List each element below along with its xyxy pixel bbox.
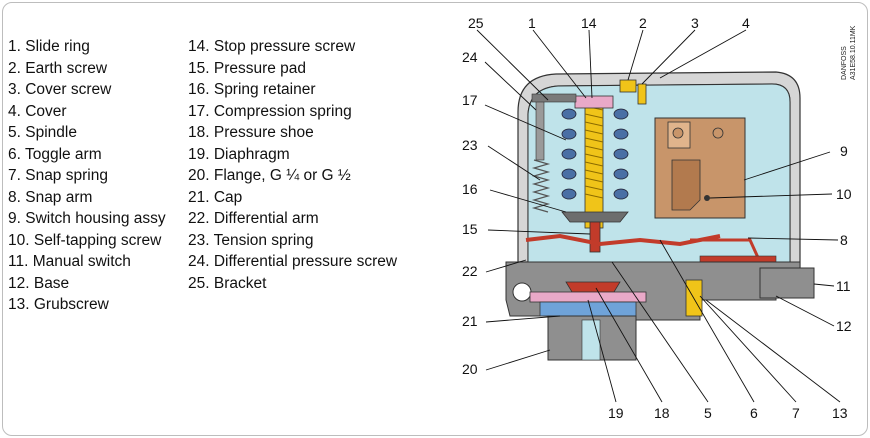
legend-item: 22. Differential arm [188, 210, 319, 227]
callout-5: 5 [704, 405, 712, 421]
callout-24: 24 [462, 49, 478, 65]
legend-left-column: 1. Slide ring 2. Earth screw 3. Cover scre… [8, 36, 166, 316]
callout-25: 25 [468, 15, 484, 31]
callout-22: 22 [462, 263, 478, 279]
callout-7: 7 [792, 405, 800, 421]
stop-pressure-screw [574, 95, 614, 109]
callout-1: 1 [528, 15, 536, 31]
callout-16: 16 [462, 181, 478, 197]
callout-15: 15 [462, 221, 478, 237]
legend-item: 8. Snap arm [8, 188, 93, 206]
legend-item: 3. Cover screw [8, 81, 112, 98]
legend-item: 15. Pressure pad [188, 59, 307, 77]
legend-item: 14. Stop pressure screw [188, 38, 356, 55]
callout-13: 13 [832, 405, 848, 421]
callout-19: 19 [608, 405, 624, 421]
callout-21: 21 [462, 313, 478, 329]
callout-2: 2 [639, 15, 647, 31]
snap-arm [690, 238, 762, 263]
pressure-pad [589, 221, 601, 253]
terminal-screw-left [672, 127, 684, 139]
legend-item: 21. Cap [188, 188, 243, 206]
tension-spring [531, 159, 551, 213]
callout-8: 8 [840, 232, 848, 248]
legend-item: 12. Base [8, 274, 70, 292]
legend-item: 7. Snap spring [8, 167, 108, 184]
legend-item: 25. Bracket [188, 274, 267, 292]
legend-item: 13. Grubscrew [8, 296, 109, 313]
legend-item: 2. Earth screw [8, 59, 108, 77]
callout-11: 11 [836, 278, 851, 294]
flange-port [581, 319, 601, 361]
differential-arm [525, 233, 721, 247]
legend-item: 23. Tension spring [188, 231, 314, 249]
callout-9: 9 [840, 143, 848, 159]
callout-23: 23 [462, 137, 478, 153]
callout-12: 12 [836, 318, 852, 334]
legend-item: 16. Spring retainer [188, 81, 316, 98]
legend-item: 1. Slide ring [8, 38, 90, 55]
compression-spring [561, 108, 629, 200]
callout-6: 6 [750, 405, 758, 421]
cover-screw [637, 83, 647, 105]
callout-17: 17 [462, 92, 478, 108]
legend-right-column: 14. Stop pressure screw 15. Pressure pad 1… [188, 36, 397, 294]
bracket [531, 93, 577, 103]
legend-item: 4. Cover [8, 102, 67, 120]
terminal-screw-right [712, 127, 724, 139]
callout-4: 4 [742, 15, 750, 31]
legend-item: 10. Self-tapping screw [8, 231, 162, 249]
legend-item: 11. Manual switch [8, 253, 131, 270]
spring-retainer [561, 211, 629, 223]
callout-14: 14 [581, 15, 597, 31]
callout-20: 20 [462, 361, 478, 377]
legend-item: 20. Flange, G ¼ or G ½ [188, 167, 351, 184]
cap [539, 301, 637, 317]
legend-item: 6. Toggle arm [8, 145, 102, 163]
legend-item: 18. Pressure shoe [188, 124, 314, 141]
callout-18: 18 [654, 405, 670, 421]
callout-3: 3 [691, 15, 699, 31]
earth-screw [619, 79, 637, 93]
legend-item: 9. Switch housing assy [8, 210, 166, 227]
callout-leaders [476, 29, 841, 403]
base-hole [512, 282, 532, 302]
switch-mechanism [671, 159, 701, 211]
manual-switch-block [759, 267, 815, 299]
brand-line-1: DANFOSS [841, 46, 848, 80]
brand-line-2: A31E58.10.11MK [850, 25, 857, 80]
legend-item: 5. Spindle [8, 124, 77, 141]
self-tapping-screw [704, 195, 710, 201]
pressure-shoe [565, 281, 621, 293]
legend-item: 17. Compression spring [188, 102, 352, 120]
legend-item: 19. Diaphragm [188, 145, 290, 163]
callout-10: 10 [836, 186, 852, 202]
legend-item: 24. Differential pressure screw [188, 253, 398, 270]
